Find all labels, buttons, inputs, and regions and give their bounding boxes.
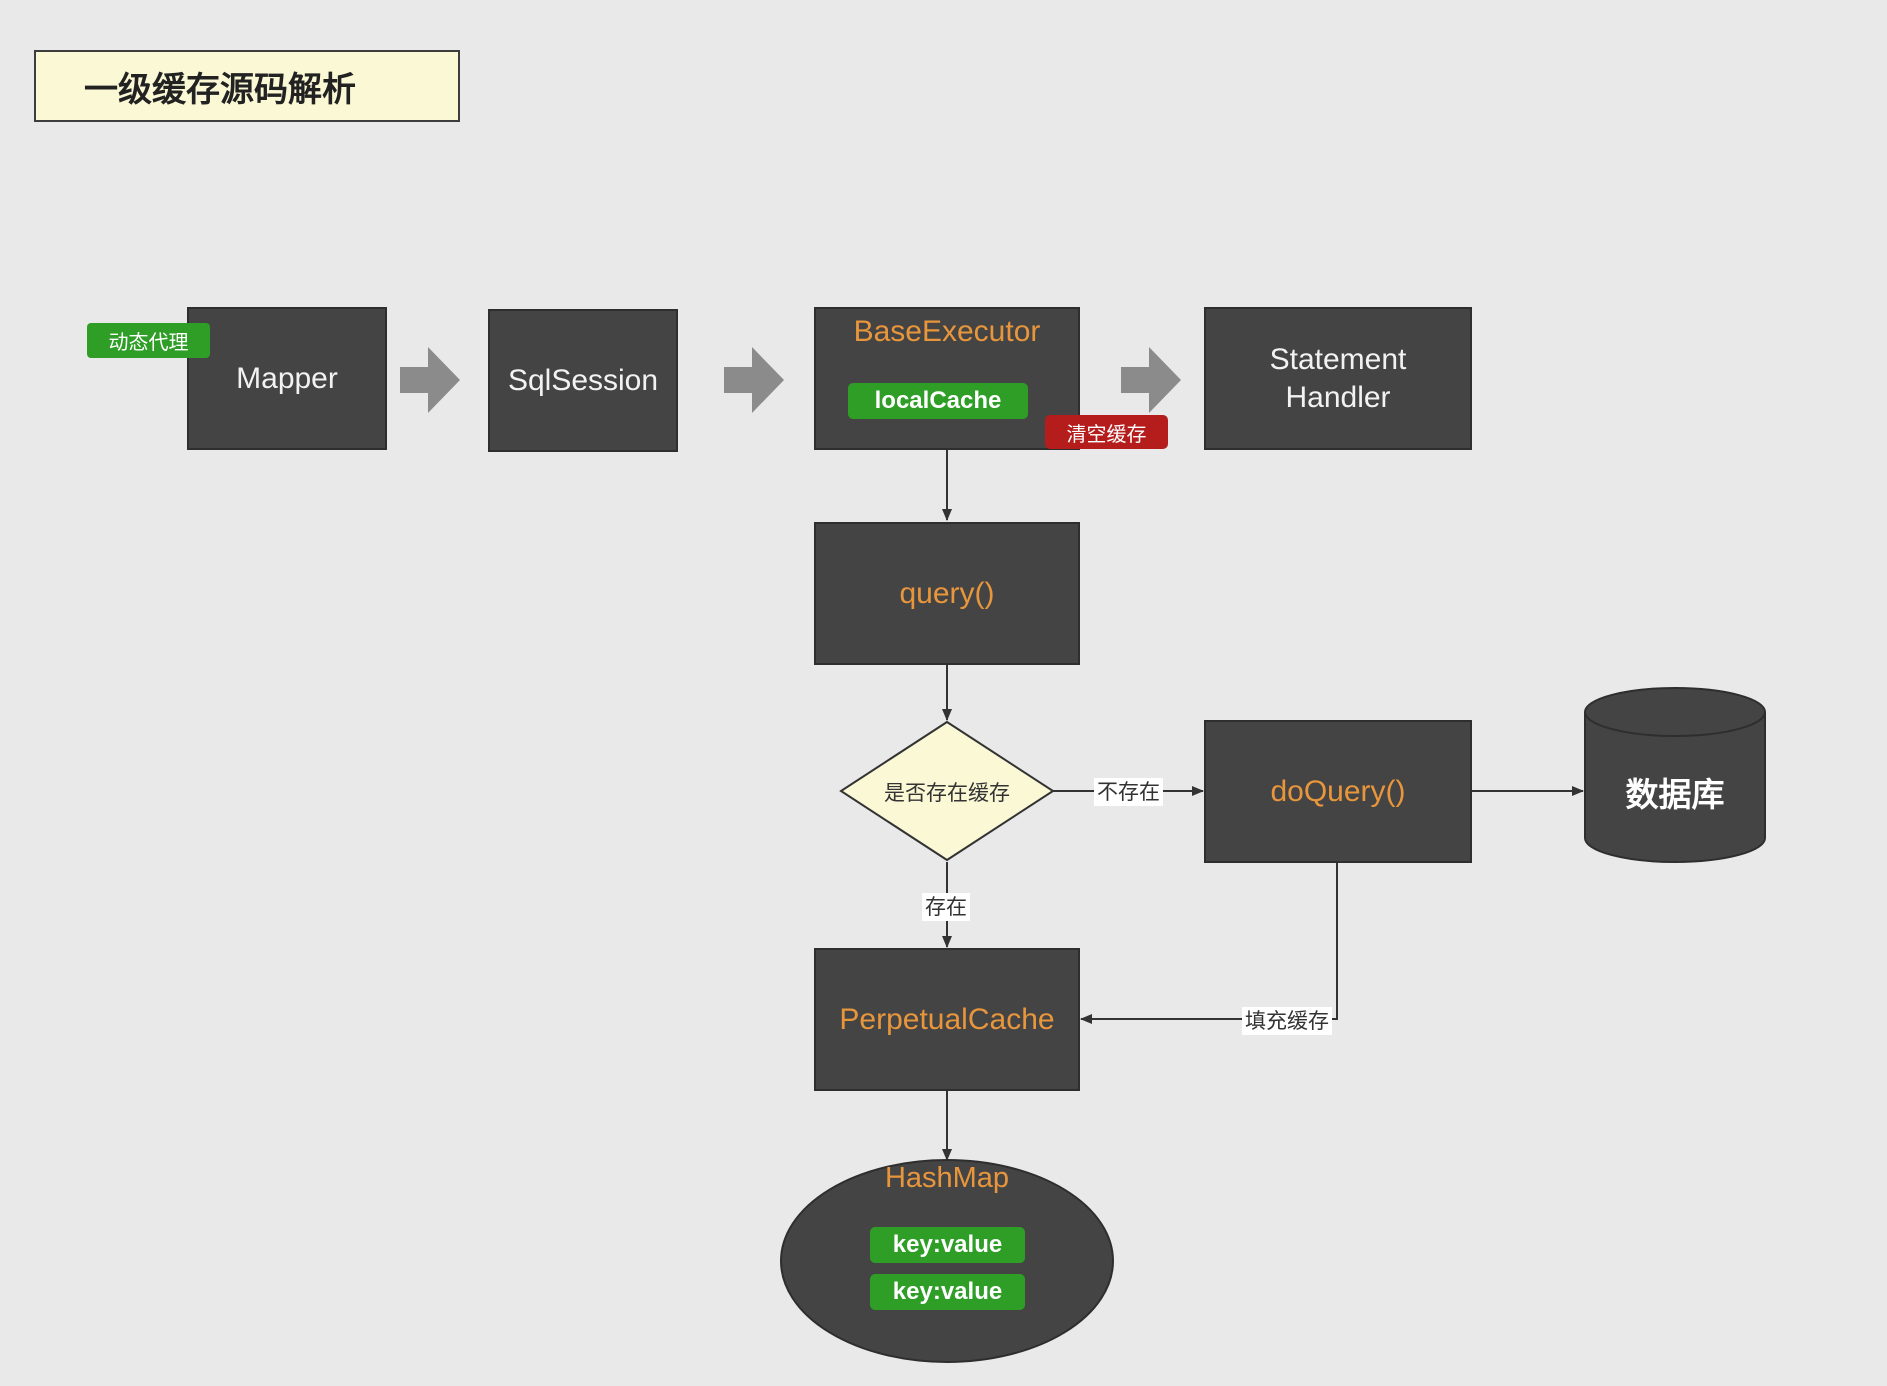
statement-handler-line1: Statement [1269,343,1407,376]
database-label: 数据库 [1625,775,1725,814]
kv-pill-2-label: key:value [892,1278,1003,1305]
hashmap-label: HashMap [884,1162,1010,1194]
doquery-label: doQuery() [1270,774,1406,808]
doquery-box: doQuery() [1204,720,1472,863]
sqlsession-box: SqlSession [488,309,678,452]
mapper-label: Mapper [236,361,338,395]
local-cache-label: localCache [874,387,1002,414]
decision-diamond [839,720,1055,862]
dynamic-proxy-label: 动态代理 [108,330,189,354]
clear-cache-badge: 清空缓存 [1045,415,1168,449]
edge-doquery-perpetual [1083,862,1338,1020]
base-executor-label: BaseExecutor [853,315,1041,348]
perpetual-cache-box: PerpetualCache [814,948,1080,1091]
edge-label-exist: 存在 [922,893,970,921]
statement-handler-line2: Handler [1285,380,1391,414]
flow-arrow-sqlsession-executor [724,347,784,413]
query-box: query() [814,522,1080,665]
base-executor-box: BaseExecutor [814,307,1080,450]
local-cache-pill: localCache [848,383,1028,419]
decision-label: 是否存在缓存 [884,781,1010,805]
clear-cache-label: 清空缓存 [1066,421,1147,446]
flow-arrow-executor-handler [1121,347,1181,413]
dynamic-proxy-tag: 动态代理 [87,323,210,358]
mapper-box: Mapper [187,307,387,450]
kv-pill-1-label: key:value [892,1231,1003,1258]
page-title: 一级缓存源码解析 [34,50,460,122]
query-label: query() [899,576,995,610]
page-title-text: 一级缓存源码解析 [84,69,356,110]
sqlsession-label: SqlSession [507,363,659,397]
database-cylinder [1584,687,1766,863]
flow-arrow-mapper-sqlsession [400,347,460,413]
statement-handler-box: Statement Handler [1204,307,1472,450]
perpetual-cache-label: PerpetualCache [839,1002,1055,1036]
kv-pill-2: key:value [870,1274,1025,1310]
kv-pill-1: key:value [870,1227,1025,1263]
edge-label-fill-cache: 填充缓存 [1242,1007,1332,1035]
edge-label-not-exist: 不存在 [1094,778,1163,806]
